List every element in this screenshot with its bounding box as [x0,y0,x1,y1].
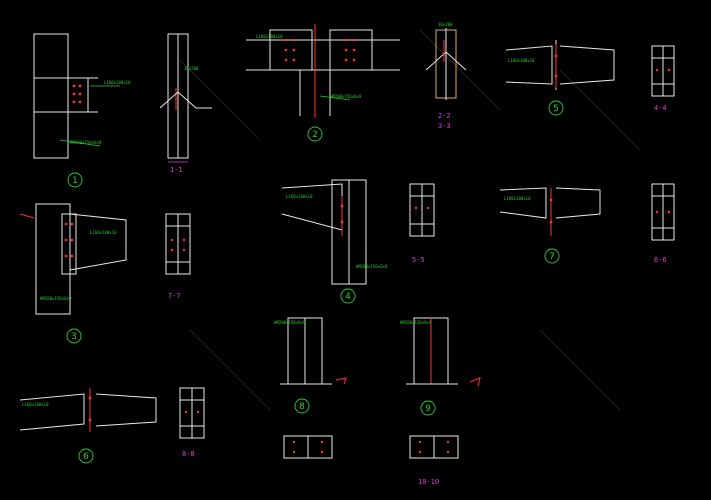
bolt-group [72,84,82,104]
detail-label-7: 7 [549,252,555,262]
svg-text:L160x100x10: L160x100x10 [508,58,535,63]
section-label-10-10: 10-10 [418,478,439,486]
section-4-4: 4-4 [651,45,675,112]
svg-text:L160x100x10: L160x100x10 [90,230,117,235]
section-label-6-6: 6-6 [654,256,667,264]
section-label-8-8: 8-8 [182,450,195,458]
section-label-3-3: 3-3 [438,122,451,130]
detail-label-2: 2 [312,130,318,140]
detail-label-5: 5 [553,104,559,114]
section-label-2-2: 2-2 [438,112,451,120]
section-1-1: 10x200 1-1 [159,33,212,174]
section-10-10: 10-10 [409,435,459,486]
section-7-7: 7-7 [165,213,191,300]
svg-text:L160x100x10: L160x100x10 [504,196,531,201]
detail-label-3: 3 [71,332,77,342]
section-label-5-5: 5-5 [412,256,425,264]
svg-text:HM200x150x6x9: HM200x150x6x9 [356,264,388,269]
section-plan-9 [283,435,333,459]
section-label-7-7: 7-7 [168,292,181,300]
detail-label-9: 9 [425,404,431,414]
detail-2: HM200x150x6x9 L160x100x10 2 [246,24,400,142]
section-6-6: 6-6 [651,183,675,264]
svg-text:HM200x150x6x9: HM200x150x6x9 [70,140,102,145]
detail-7: L160x100x10 7 [499,187,601,264]
section-label-1-1: 1-1 [170,166,183,174]
svg-text:L160x100x10: L160x100x10 [256,34,283,39]
detail-6: L160x100x10 6 [19,388,157,464]
svg-text:10x200: 10x200 [184,66,199,71]
section-8-8: 8-8 [179,387,205,458]
section-5-5: 5-5 [409,183,435,264]
section-2-2: 10x200 2-2 3-3 [425,22,467,130]
detail-3: L160x100x10 HM200x150x6x9 3 [19,203,127,344]
svg-text:L160x100x10: L160x100x10 [22,402,49,407]
svg-text:HM200x150x6x9: HM200x150x6x9 [330,94,362,99]
detail-8: HM200x150x6x9 8 [274,317,347,414]
svg-text:L160x100x10: L160x100x10 [286,194,313,199]
detail-label-6: 6 [83,452,89,462]
detail-4: L160x100x10 HM200x150x6x9 4 [281,179,388,304]
bolt-group [284,38,356,62]
detail-label-1: 1 [72,176,78,186]
section-label-4-4: 4-4 [654,104,667,112]
detail-1: L160x100x10 HM200x150x6x9 1 [33,33,131,188]
detail-9: HM200x150x6x9 9 [400,317,481,416]
detail-label-8: 8 [299,402,305,412]
bolt-group [64,222,74,258]
svg-text:L160x100x10: L160x100x10 [104,80,131,85]
detail-label-4: 4 [345,292,351,302]
svg-text:HM200x150x6x9: HM200x150x6x9 [400,320,432,325]
svg-text:10x200: 10x200 [438,22,453,27]
svg-text:HM200x150x6x9: HM200x150x6x9 [40,296,72,301]
detail-5: L160x100x10 5 [505,40,615,116]
svg-text:HM200x150x6x9: HM200x150x6x9 [274,320,306,325]
